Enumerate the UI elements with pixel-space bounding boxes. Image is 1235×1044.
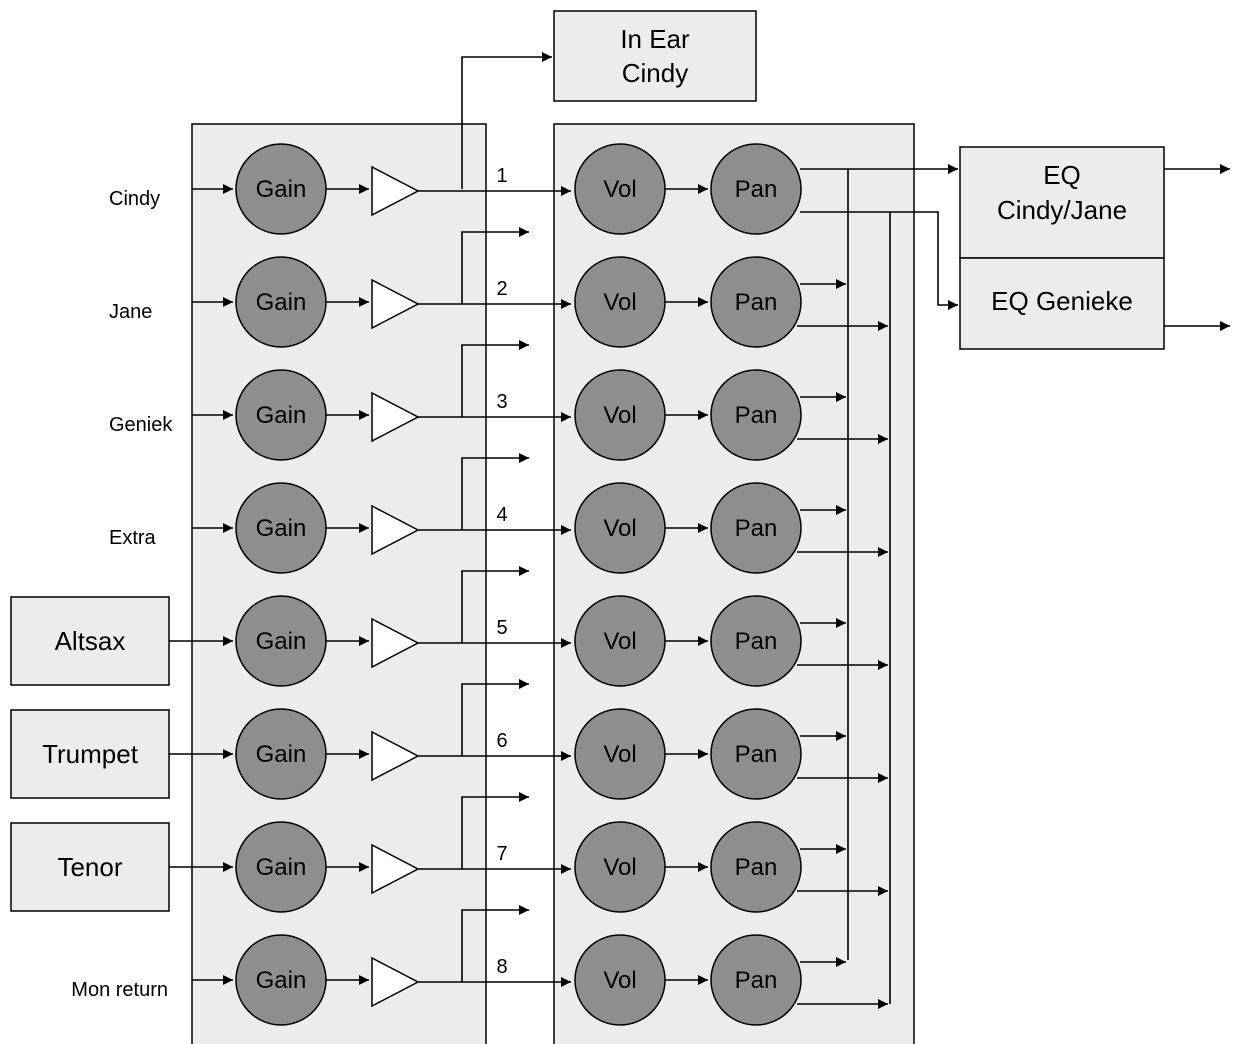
aux-send-line [461,453,529,530]
eq-cindy-jane-line2: Cindy/Jane [997,195,1127,225]
in-ear-label-line1: In Ear [620,24,690,54]
eq-cindy-jane-box: EQ Cindy/Jane [959,146,1165,259]
in-ear-cindy-box: In Ear Cindy [553,10,757,102]
pan-knob-label: Pan [735,628,778,655]
channel-number: 8 [496,956,507,978]
channel-number: 2 [496,278,507,300]
in-ear-label-line2: Cindy [622,58,688,88]
aux-send-line [461,566,529,643]
gain-knob-label: Gain [256,176,307,203]
pan-knob-label: Pan [735,967,778,994]
input-source-label: Geniek [109,414,173,436]
input-source-label: Altsax [55,626,126,656]
aux-send-line [461,227,529,304]
channel-number: 5 [496,617,507,639]
pan-knob[interactable] [710,369,802,461]
pan-knob-label: Pan [735,515,778,542]
input-source-label: Extra [109,527,157,549]
pan-knob-label: Pan [735,176,778,203]
gain-knob-label: Gain [256,967,307,994]
vol-knob-label: Vol [603,402,636,429]
in-ear-send-line [461,52,552,189]
gain-knob-label: Gain [256,289,307,316]
amplifier-triangle [371,278,420,330]
amplifier-triangle [371,617,420,669]
vol-knob-label: Vol [603,741,636,768]
input-source-label: Cindy [109,188,160,210]
amplifier-triangle [371,843,420,895]
input-source-label: Tenor [57,852,122,882]
vol-knob-label: Vol [603,967,636,994]
input-source-box [10,596,170,686]
input-source-label: Trumpet [42,739,139,769]
input-source-box [10,822,170,912]
gain-knob-label: Gain [256,628,307,655]
vol-knob-label: Vol [603,289,636,316]
amplifier-triangle [371,956,420,1008]
pan-knob-label: Pan [735,289,778,316]
input-gain-panel [191,123,487,1044]
amplifier-triangle [371,165,420,217]
amplifier-triangle [371,391,420,443]
pan-knob[interactable] [710,595,802,687]
vol-knob-label: Vol [603,176,636,203]
pan-knob[interactable] [710,482,802,574]
aux-send-line [461,905,529,982]
channel-number: 4 [496,504,507,526]
channel-number: 7 [496,843,507,865]
gain-knob-label: Gain [256,854,307,881]
eq-genieke-box: EQ Genieke [959,257,1165,350]
input-source-label: Jane [109,301,152,323]
pan-knob[interactable] [710,821,802,913]
vol-knob-label: Vol [603,628,636,655]
gain-knob-label: Gain [256,741,307,768]
channel-number: 6 [496,730,507,752]
bus-right-to-eq-line [800,211,958,310]
aux-send-line [461,679,529,756]
input-source-label: Mon return [71,979,168,1001]
pan-knob-label: Pan [735,854,778,881]
input-source-box [10,709,170,799]
amplifier-triangle [371,730,420,782]
gain-knob-label: Gain [256,402,307,429]
vol-knob-label: Vol [603,854,636,881]
pan-knob[interactable] [710,708,802,800]
pan-knob[interactable] [710,934,802,1026]
pan-knob[interactable] [710,143,802,235]
pan-knob-label: Pan [735,402,778,429]
eq-genieke-label: EQ Genieke [991,286,1133,316]
aux-send-line [461,340,529,417]
amplifier-triangle [371,504,420,556]
channel-number: 3 [496,391,507,413]
gain-knob-label: Gain [256,515,307,542]
vol-knob-label: Vol [603,515,636,542]
channel-number: 1 [496,165,507,187]
pan-knob-label: Pan [735,741,778,768]
aux-send-line [461,792,529,869]
pan-knob[interactable] [710,256,802,348]
eq-cindy-jane-line1: EQ [1043,160,1081,190]
